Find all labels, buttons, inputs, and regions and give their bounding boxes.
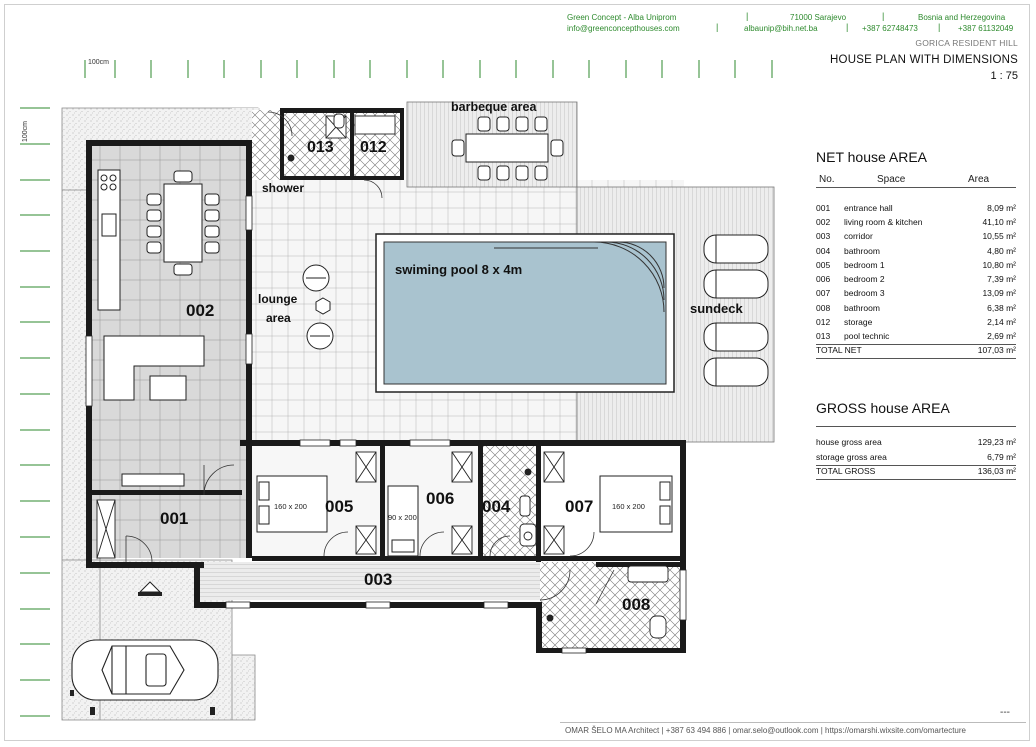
label-room-008: 008 bbox=[622, 595, 650, 614]
plan-scale: 1 : 75 bbox=[990, 70, 1018, 82]
label-lounge: lounge bbox=[258, 292, 298, 306]
header-separator: | bbox=[882, 11, 885, 21]
grid-marks-left bbox=[20, 107, 50, 717]
label-room-003: 003 bbox=[364, 570, 392, 589]
label-room-004: 004 bbox=[482, 497, 511, 516]
grid-marks-top bbox=[84, 60, 773, 78]
label-bed-size-2: 90 x 200 bbox=[388, 513, 417, 522]
wardrobes bbox=[96, 115, 565, 559]
header-email-2: albaunip@bih.net.ba bbox=[744, 24, 818, 33]
fence-posts bbox=[70, 690, 215, 715]
net-total-rule bbox=[816, 358, 1016, 359]
bathroom-fixtures bbox=[287, 113, 669, 639]
plan-title: HOUSE PLAN WITH DIMENSIONS bbox=[830, 54, 1018, 66]
header-phone-1: +387 62748473 bbox=[862, 24, 918, 33]
label-barbeque-area: barbeque area bbox=[451, 100, 538, 114]
header-company: Green Concept - Alba Uniprom bbox=[567, 13, 677, 22]
doors bbox=[125, 111, 615, 605]
header-phone-2: +387 61132049 bbox=[958, 24, 1014, 33]
label-room-001: 001 bbox=[160, 509, 188, 528]
label-room-006: 006 bbox=[426, 489, 454, 508]
net-area-title: NET house AREA bbox=[816, 149, 928, 165]
entrance-step bbox=[138, 592, 162, 596]
gross-area-title: GROSS house AREA bbox=[816, 400, 950, 416]
grid-label-vertical: 100cm bbox=[22, 121, 29, 142]
swimming-pool bbox=[383, 241, 667, 385]
header-separator: | bbox=[938, 22, 941, 32]
project-name: GORICA RESIDENT HILL bbox=[915, 38, 1018, 48]
label-room-005: 005 bbox=[325, 497, 353, 516]
car-icon bbox=[71, 639, 219, 701]
lounge-furniture bbox=[302, 264, 334, 350]
net-header-space: Space bbox=[877, 174, 906, 185]
label-room-012: 012 bbox=[360, 139, 387, 156]
header-separator: | bbox=[716, 22, 719, 32]
label-sundeck: sundeck bbox=[690, 301, 744, 316]
label-bed-size-3: 160 x 200 bbox=[612, 502, 645, 511]
label-room-013: 013 bbox=[307, 139, 334, 156]
sun-loungers bbox=[703, 234, 769, 387]
floor-plan: 100cm 100cm bbox=[20, 59, 775, 721]
corridor-floor bbox=[200, 562, 540, 600]
grid-label-horizontal: 100cm bbox=[88, 59, 109, 66]
header-email-1: info@greenconcepthouses.com bbox=[567, 24, 680, 33]
net-header-area: Area bbox=[968, 174, 990, 185]
header-country: Bosnia and Herzegovina bbox=[918, 13, 1006, 22]
label-bed-size-1: 160 x 200 bbox=[274, 502, 307, 511]
kitchen-living-furniture bbox=[97, 169, 220, 487]
bbq-dining-set bbox=[451, 116, 564, 181]
pool-steps bbox=[593, 241, 665, 313]
sheet-frame bbox=[4, 4, 1030, 741]
shower-floor bbox=[252, 110, 282, 180]
net-header-no: No. bbox=[819, 174, 835, 185]
header-separator: | bbox=[846, 22, 849, 32]
label-room-002: 002 bbox=[186, 301, 214, 320]
header-separator: | bbox=[746, 11, 749, 21]
header-city: 71000 Sarajevo bbox=[790, 13, 847, 22]
label-room-007: 007 bbox=[565, 497, 593, 516]
windows bbox=[85, 195, 687, 654]
footer-credits: OMAR ŠELO MA Architect | +387 63 494 886… bbox=[565, 726, 966, 735]
footer-dashes: --- bbox=[1000, 707, 1010, 718]
footer-rule bbox=[560, 722, 1026, 723]
gross-total-rule bbox=[816, 479, 1016, 480]
net-header-rule bbox=[816, 187, 1016, 188]
label-lounge-area: area bbox=[266, 311, 291, 325]
gross-header-rule bbox=[816, 426, 1016, 427]
label-shower: shower bbox=[262, 181, 304, 195]
beds bbox=[256, 475, 673, 557]
label-swimming-pool: swiming pool 8 x 4m bbox=[395, 262, 522, 277]
